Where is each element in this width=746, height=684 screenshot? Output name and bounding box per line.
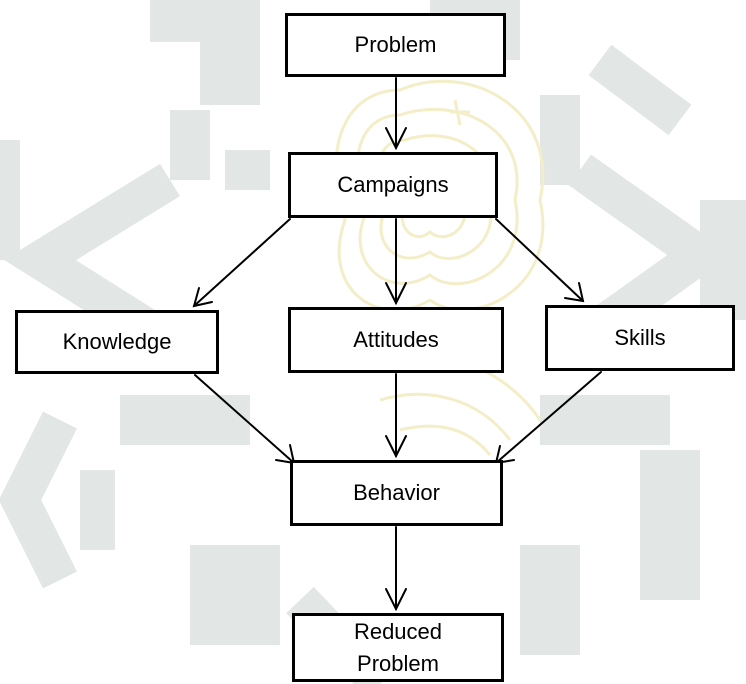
arrow-campaigns-to-attitudes — [385, 218, 407, 306]
node-campaigns: Campaigns — [288, 152, 498, 218]
node-problem: Problem — [285, 13, 506, 77]
node-skills: Skills — [545, 305, 735, 371]
node-reduced-problem: Reduced Problem — [292, 613, 504, 682]
arrow-skills-to-behavior — [494, 371, 602, 465]
node-behavior: Behavior — [290, 460, 503, 526]
node-attitudes: Attitudes — [288, 307, 504, 373]
node-skills-label: Skills — [614, 324, 666, 350]
arrow-knowledge-to-behavior — [194, 374, 296, 465]
node-knowledge: Knowledge — [15, 310, 219, 374]
arrow-attitudes-to-behavior — [385, 373, 407, 459]
arrow-behavior-to-reduced — [385, 526, 407, 612]
arrow-campaigns-to-knowledge — [192, 218, 291, 308]
node-knowledge-label: Knowledge — [62, 328, 172, 354]
arrow-problem-to-campaigns — [385, 77, 407, 151]
arrow-campaigns-to-skills — [495, 218, 585, 303]
node-problem-label: Problem — [354, 31, 437, 57]
node-behavior-label: Behavior — [353, 479, 440, 505]
node-reduced-label-line-1: Reduced — [353, 618, 443, 644]
node-reduced-label-line-2: Problem — [357, 650, 439, 676]
node-attitudes-label: Attitudes — [353, 326, 439, 352]
node-campaigns-label: Campaigns — [337, 171, 449, 197]
